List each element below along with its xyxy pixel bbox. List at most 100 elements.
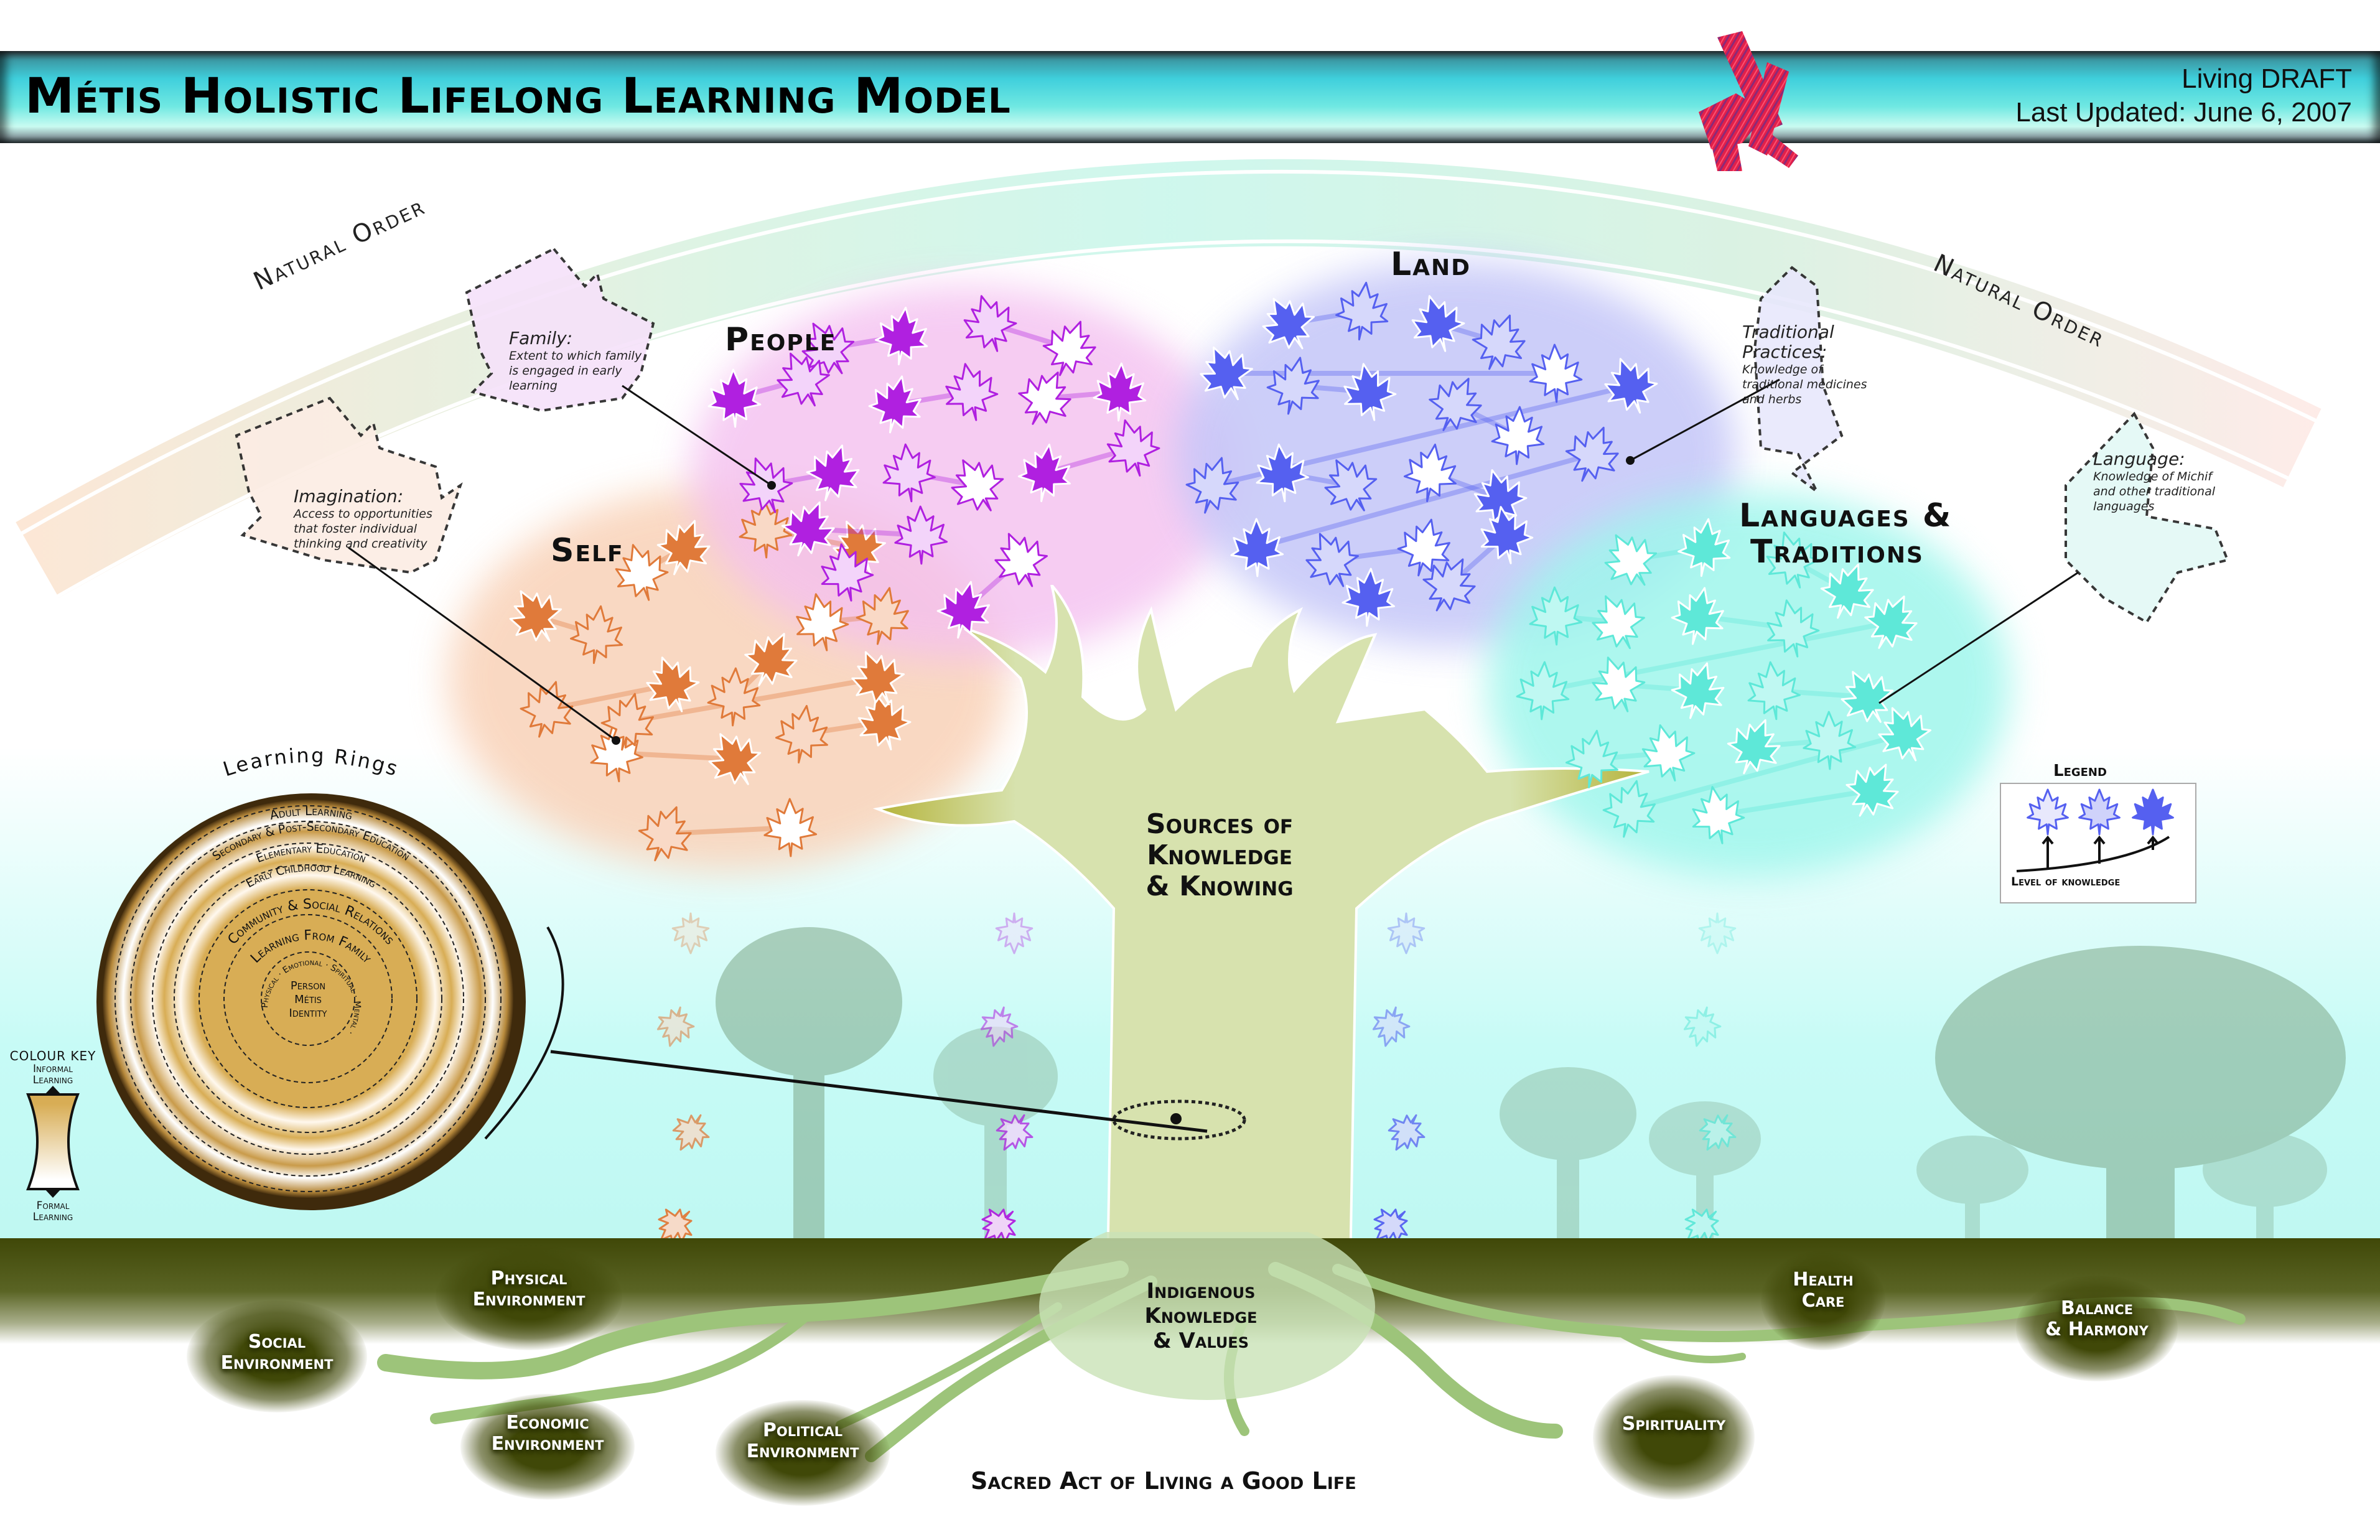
colour-key-title: COLOUR KEY xyxy=(9,1048,96,1063)
maple-leaf xyxy=(1335,281,1389,341)
legend-title: Legend xyxy=(2053,762,2107,780)
social-line-1: Social xyxy=(248,1331,306,1353)
physical-environment-glow xyxy=(436,1244,622,1350)
maple-leaf xyxy=(894,505,948,565)
traditional-pointer xyxy=(1630,378,1780,462)
maple-leaf xyxy=(1185,457,1239,514)
language-text-2: and other traditional xyxy=(2093,485,2216,498)
background-tree xyxy=(716,927,902,1251)
maple-leaf xyxy=(994,533,1048,587)
maple-leaf xyxy=(1604,358,1658,414)
people-leaves xyxy=(707,295,1160,1243)
legend-leaf-high xyxy=(2132,788,2174,836)
ring-center-line-2: Métis xyxy=(294,993,322,1006)
physical-line-2: Environment xyxy=(472,1289,586,1310)
traditional-text-2: traditional medicines xyxy=(1742,378,1867,391)
page-title: Métis Holistic Lifelong Learning Model xyxy=(25,68,1011,124)
rings-to-trunk-connector xyxy=(484,926,1208,1140)
legend-leaf-medium xyxy=(2078,788,2121,836)
family-text-3: learning xyxy=(509,379,558,393)
leaf-connector xyxy=(1542,620,1892,693)
colour-key-top-1: Informal xyxy=(33,1063,73,1075)
health-care-glow xyxy=(1761,1251,1885,1350)
annotation-leaves xyxy=(235,247,2229,745)
maple-leaf xyxy=(600,693,654,751)
sources-of-knowledge-label: Sources of Knowledge & Knowing xyxy=(1120,809,1319,902)
balance-line-1: Balance xyxy=(2060,1297,2134,1319)
physical-environment-label: Physical Environment xyxy=(448,1268,610,1310)
economic-line-2: Environment xyxy=(491,1433,604,1455)
traditional-text-3: and herbs xyxy=(1742,393,1802,406)
maple-leaf xyxy=(1565,426,1619,482)
falling-leaf xyxy=(656,1006,695,1047)
social-line-2: Environment xyxy=(220,1352,334,1374)
falling-leaf xyxy=(980,1006,1019,1047)
ring-center-line-3: Identity xyxy=(289,1007,327,1020)
language-heading: Language: xyxy=(2093,449,2185,469)
maple-leaf xyxy=(744,633,798,686)
political-environment-label: Political Environment xyxy=(722,1420,884,1462)
maple-leaf xyxy=(615,544,669,601)
maple-leaf xyxy=(1403,443,1457,503)
maple-leaf xyxy=(1602,780,1656,838)
family-heading: Family: xyxy=(509,328,573,348)
maple-leaf xyxy=(875,306,928,366)
imagination-pointer xyxy=(348,546,617,742)
learning-rings-title: Learning Rings xyxy=(220,744,402,782)
social-environment-label: Social Environment xyxy=(196,1332,358,1374)
imagination-text-2: that foster individual xyxy=(294,522,418,536)
maple-leaf xyxy=(570,605,623,665)
falling-leaf xyxy=(1684,1208,1719,1243)
balance-harmony-label: Balance & Harmony xyxy=(2022,1298,2172,1340)
maple-leaf xyxy=(801,322,855,375)
maple-leaf xyxy=(1262,297,1315,350)
colour-key-bottom-1: Formal xyxy=(36,1200,70,1212)
maple-leaf xyxy=(851,651,905,706)
maple-leaf xyxy=(1106,419,1160,477)
family-annotation-leaf xyxy=(465,247,655,413)
natural-order-arc xyxy=(16,159,2322,599)
falling-leaf xyxy=(995,912,1034,954)
maple-leaf xyxy=(775,704,828,764)
colour-key-bottom-2: Learning xyxy=(32,1211,73,1223)
ikv-line-2: Knowledge xyxy=(1144,1304,1258,1328)
background-tree xyxy=(1916,1136,2028,1251)
falling-maple-leaf xyxy=(1387,912,1426,954)
maple-leaf xyxy=(1093,362,1147,422)
family-text-2: is engaged in early xyxy=(509,364,622,378)
leaf-connector xyxy=(1717,788,1874,818)
maple-leaf xyxy=(1429,378,1482,431)
legend-box xyxy=(2000,783,2196,903)
maple-leaf xyxy=(763,798,818,857)
falling-leaf xyxy=(671,912,710,954)
maple-leaf xyxy=(1864,595,1918,649)
maple-leaf xyxy=(1480,506,1534,564)
maple-leaf xyxy=(945,363,999,421)
colour-key: COLOUR KEY Informal Learning Formal Lear… xyxy=(3,1048,103,1223)
falling-maple-leaf xyxy=(671,912,710,954)
traditional-practices-annotation-leaf xyxy=(1753,266,1844,493)
maple-leaf xyxy=(1641,724,1696,782)
land-label: Land xyxy=(1391,246,1472,283)
maple-leaf xyxy=(1397,518,1450,577)
falling-leaf xyxy=(996,1114,1034,1151)
falling-maple-leaf xyxy=(1699,1114,1737,1151)
land-leaves xyxy=(1185,281,1658,1243)
maple-leaf xyxy=(1678,518,1731,577)
colour-key-gradient-icon xyxy=(26,1086,80,1198)
economic-line-1: Economic xyxy=(506,1412,589,1434)
last-updated-text: Last Updated: June 6, 2007 xyxy=(2015,97,2352,128)
language-text-3: languages xyxy=(2093,500,2155,513)
background-trees xyxy=(716,927,2346,1251)
maple-leaf xyxy=(1324,459,1378,511)
family-pointer xyxy=(622,385,772,487)
maple-leaf xyxy=(1604,534,1658,586)
maple-leaf xyxy=(708,733,762,785)
maple-leaf xyxy=(1018,371,1071,425)
ikv-line-3: & Values xyxy=(1153,1328,1249,1353)
self-label: Self xyxy=(551,532,624,569)
imagination-annotation: Imagination: Access to opportunities tha… xyxy=(294,487,432,551)
maple-leaf xyxy=(1491,406,1545,465)
language-text-1: Knowledge of Michif xyxy=(2093,470,2212,483)
maple-leaf xyxy=(1256,443,1309,503)
